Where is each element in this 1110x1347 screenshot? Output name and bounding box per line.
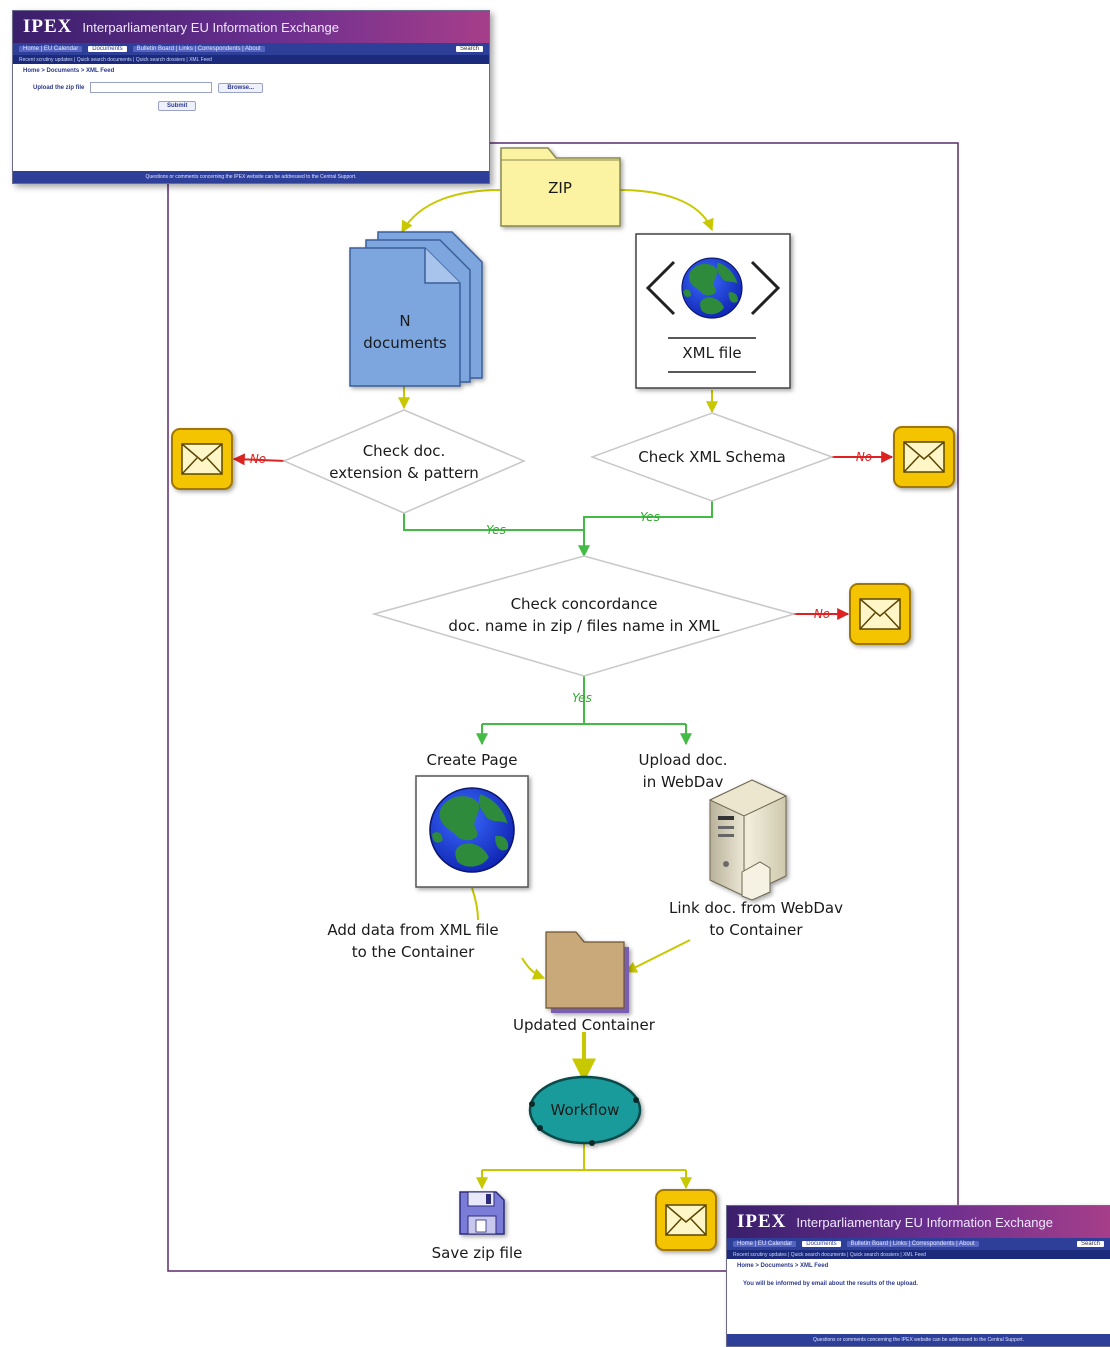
- envelope-icon-right: [893, 426, 955, 488]
- submit-button[interactable]: Submit: [158, 101, 197, 111]
- ipex-subtitle: Interparliamentary EU Information Exchan…: [796, 1214, 1053, 1230]
- nav-item[interactable]: Bulletin Board | Links | Correspondents …: [846, 1241, 979, 1247]
- no-label-concordance: No: [814, 607, 830, 621]
- diagram-frame: [167, 142, 959, 1272]
- check-xml-label: Check XML Schema: [638, 448, 786, 466]
- ipex-header: IPEX Interparliamentary EU Information E…: [727, 1206, 1110, 1238]
- yes-label-check-xml: Yes: [640, 510, 660, 524]
- xml-file-label: XML file: [682, 344, 741, 362]
- nav-item-documents[interactable]: Documents: [88, 46, 127, 52]
- ipex-subnav[interactable]: Recent scrutiny updates | Quick search d…: [727, 1250, 1110, 1259]
- server-icon: [708, 779, 788, 901]
- zip-folder-icon: [500, 147, 621, 227]
- upload-doc-label-2: in WebDav: [643, 773, 724, 791]
- save-zip-label: Save zip file: [432, 1244, 523, 1262]
- add-data-label-1: Add data from XML file: [327, 921, 498, 939]
- web-page-globe-icon: [415, 775, 529, 888]
- upload-row: Upload the zip file Browse...: [13, 78, 489, 97]
- ipex-footer: Questions or comments concerning the IPE…: [727, 1334, 1110, 1346]
- upload-result-message: You will be informed by email about the …: [743, 1281, 918, 1287]
- breadcrumb[interactable]: Home > Documents > XML Feed: [23, 68, 115, 74]
- xml-file-icon: [635, 233, 791, 389]
- link-doc-label-1: Link doc. from WebDav: [669, 899, 843, 917]
- floppy-disk-icon: [459, 1191, 505, 1235]
- file-input[interactable]: [90, 82, 213, 93]
- n-documents-label-1: N: [399, 312, 410, 330]
- check-concordance-label-2: doc. name in zip / files name in XML: [448, 617, 720, 635]
- nav-item[interactable]: Home | EU Calendar: [19, 46, 83, 52]
- upload-label: Upload the zip file: [33, 84, 85, 91]
- yes-label-check-doc: Yes: [486, 523, 506, 537]
- add-data-label-2: to the Container: [352, 943, 475, 961]
- ipex-nav: Home | EU Calendar Documents Bulletin Bo…: [13, 43, 489, 55]
- ipex-logo: IPEX: [23, 16, 73, 37]
- documents-stack-icon: [349, 231, 483, 387]
- ipex-subnav[interactable]: Recent scrutiny updates | Quick search d…: [13, 55, 489, 64]
- check-doc-decision: [282, 409, 526, 514]
- n-documents-label-2: documents: [363, 334, 447, 352]
- yes-label-concordance: Yes: [572, 691, 592, 705]
- search-box[interactable]: Search: [455, 46, 483, 52]
- container-folder-icon: [545, 931, 629, 1013]
- zip-label: ZIP: [548, 179, 572, 197]
- connectors: [232, 189, 894, 1190]
- browse-button[interactable]: Browse...: [218, 82, 264, 93]
- create-page-label: Create Page: [427, 751, 518, 769]
- no-label-check-xml: No: [856, 450, 872, 464]
- envelope-icon-left: [171, 428, 233, 490]
- ipex-upload-screenshot: IPEX Interparliamentary EU Information E…: [12, 10, 490, 184]
- nav-item[interactable]: Bulletin Board | Links | Correspondents …: [132, 46, 265, 52]
- link-doc-label-2: to Container: [709, 921, 803, 939]
- ipex-confirmation-screenshot: IPEX Interparliamentary EU Information E…: [726, 1205, 1110, 1347]
- check-doc-label-2: extension & pattern: [329, 464, 478, 482]
- ipex-nav: Home | EU Calendar Documents Bulletin Bo…: [727, 1238, 1110, 1250]
- envelope-icon-bottom: [655, 1189, 717, 1251]
- check-concordance-decision: [371, 555, 797, 677]
- ipex-logo: IPEX: [737, 1211, 787, 1232]
- check-xml-decision: [589, 412, 835, 502]
- ipex-subtitle: Interparliamentary EU Information Exchan…: [82, 19, 339, 35]
- envelope-icon-concordance: [849, 583, 911, 645]
- check-concordance-label-1: Check concordance: [511, 595, 658, 613]
- updated-container-label: Updated Container: [513, 1016, 656, 1034]
- nav-item-documents[interactable]: Documents: [802, 1241, 841, 1247]
- submit-row: Submit: [13, 97, 489, 115]
- ipex-header: IPEX Interparliamentary EU Information E…: [13, 11, 489, 43]
- check-doc-label-1: Check doc.: [363, 442, 446, 460]
- upload-doc-label-1: Upload doc.: [638, 751, 727, 769]
- nav-item[interactable]: Home | EU Calendar: [733, 1241, 797, 1247]
- no-label-check-doc: No: [250, 452, 266, 466]
- search-box[interactable]: Search: [1076, 1241, 1104, 1247]
- workflow-label: Workflow: [551, 1101, 620, 1119]
- workflow-ellipse: [528, 1075, 642, 1146]
- breadcrumb[interactable]: Home > Documents > XML Feed: [737, 1263, 829, 1269]
- ipex-footer: Questions or comments concerning the IPE…: [13, 171, 489, 183]
